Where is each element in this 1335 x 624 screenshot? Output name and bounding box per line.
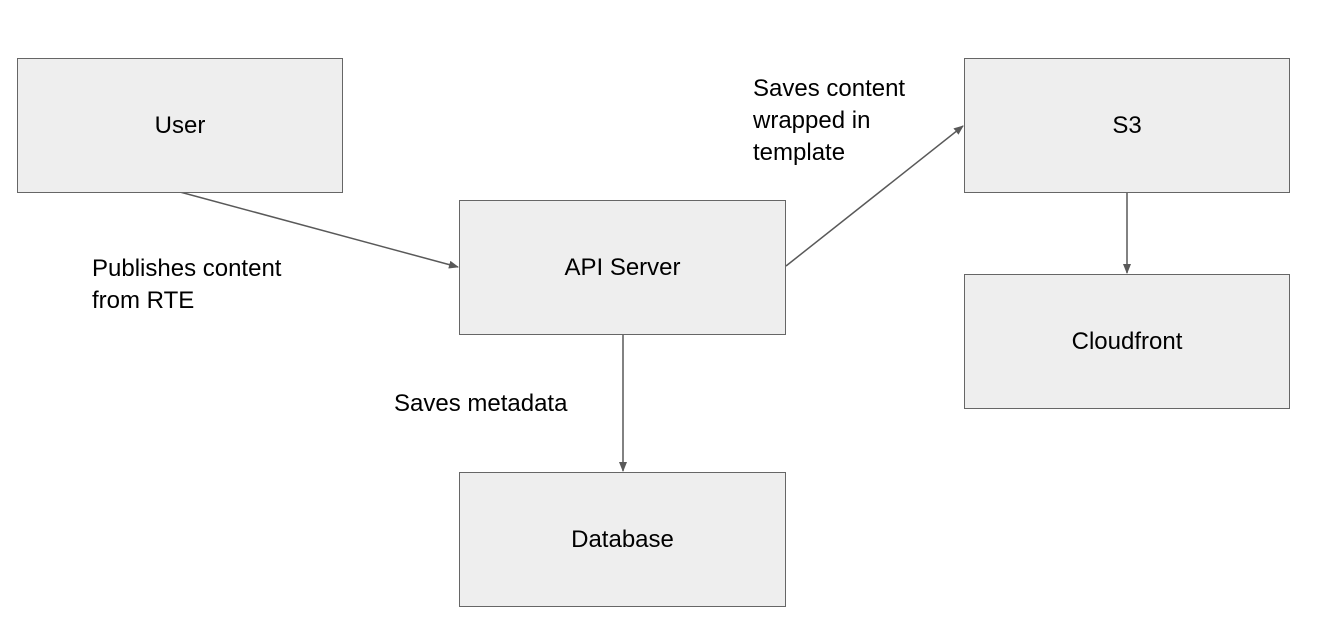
label-line: Publishes content bbox=[92, 255, 282, 282]
node-user: User bbox=[17, 58, 343, 193]
label-publishes-content: Publishes content from RTE bbox=[92, 253, 281, 317]
node-cloudfront: Cloudfront bbox=[964, 274, 1290, 409]
label-line: from RTE bbox=[92, 287, 195, 314]
label-line: Saves content bbox=[753, 75, 906, 102]
edge-api-server-to-s3 bbox=[785, 125, 964, 267]
label-line: wrapped in bbox=[753, 107, 871, 134]
label-line: template bbox=[753, 139, 846, 166]
node-api-server: API Server bbox=[459, 200, 786, 335]
label-saves-metadata: Saves metadata bbox=[394, 388, 567, 420]
label-saves-content: Saves content wrapped in template bbox=[753, 73, 905, 169]
edge-user-to-api-server bbox=[179, 191, 459, 269]
node-database: Database bbox=[459, 472, 786, 607]
label-line: Saves metadata bbox=[394, 390, 568, 417]
node-s3: S3 bbox=[964, 58, 1290, 193]
